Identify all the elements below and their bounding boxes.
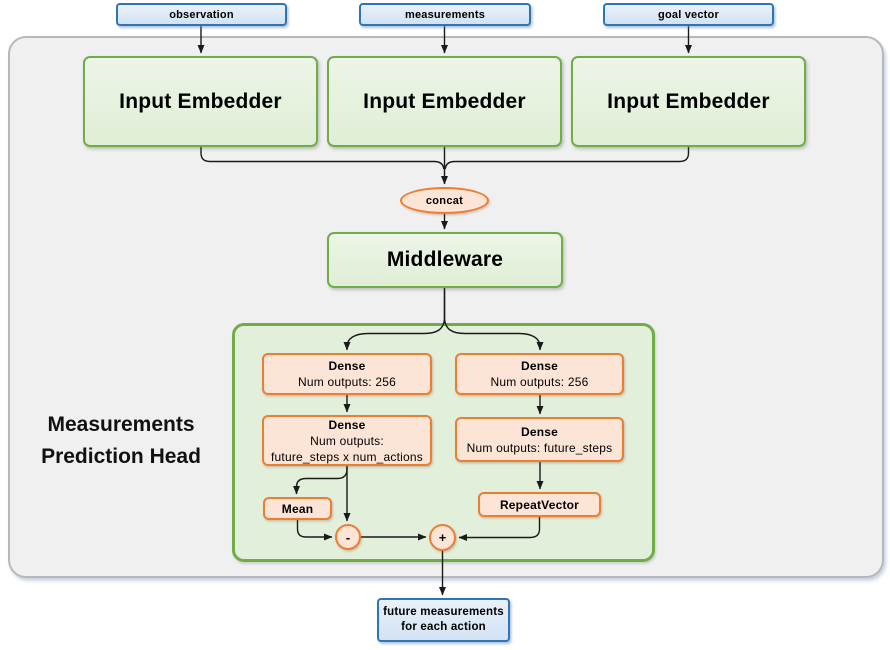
dense-right-1: Dense Num outputs: 256 <box>455 353 624 395</box>
middleware-node: Middleware <box>327 232 563 288</box>
dense-left-2-subtitle2: future_steps x num_actions <box>271 449 423 464</box>
input-node-goal-vector-label: goal vector <box>658 8 719 21</box>
head-label-line2: Prediction Head <box>41 445 201 468</box>
input-node-observation-label: observation <box>169 8 234 21</box>
input-node-measurements-label: measurements <box>404 8 486 21</box>
minus-operator-label: - <box>345 529 351 545</box>
repeatvector-label: RepeatVector <box>499 497 580 512</box>
dense-left-1-title: Dense <box>328 359 366 373</box>
plus-operator-label: + <box>438 530 447 545</box>
dense-left-1: Dense Num outputs: 256 <box>262 353 432 395</box>
input-embedder-1-label: Input Embedder <box>119 89 282 113</box>
minus-operator-node: - <box>335 524 361 550</box>
output-label-line1: future measurements <box>383 606 504 618</box>
head-label-line1: Measurements <box>47 413 195 436</box>
middleware-label: Middleware <box>386 248 504 271</box>
input-embedder-2: Input Embedder <box>327 56 562 147</box>
input-node-measurements: measurements <box>359 3 531 26</box>
input-node-goal-vector: goal vector <box>603 3 774 26</box>
repeatvector-node: RepeatVector <box>478 492 601 517</box>
input-embedder-3-label: Input Embedder <box>607 89 770 113</box>
output-node: future measurements for each action <box>377 598 510 642</box>
dense-right-2-title: Dense <box>520 424 559 439</box>
mean-label: Mean <box>281 501 314 516</box>
dense-left-2-title: Dense <box>328 417 366 432</box>
concat-node: concat <box>400 187 489 214</box>
input-embedder-2-label: Input Embedder <box>363 89 526 113</box>
mean-node: Mean <box>263 497 332 520</box>
dense-left-2-subtitle1: Num outputs: <box>310 433 384 448</box>
concat-label: concat <box>425 194 464 207</box>
input-embedder-3: Input Embedder <box>571 56 806 147</box>
dense-right-2: Dense Num outputs: future_steps <box>455 417 624 462</box>
measurements-prediction-head-label: Measurements Prediction Head <box>15 409 227 473</box>
dense-right-1-title: Dense <box>520 359 559 373</box>
input-embedder-1: Input Embedder <box>83 56 318 147</box>
dense-left-2: Dense Num outputs: future_steps x num_ac… <box>262 415 432 466</box>
input-node-observation: observation <box>116 3 287 26</box>
output-label-line2: for each action <box>401 621 486 633</box>
dense-left-1-subtitle: Num outputs: 256 <box>298 375 396 389</box>
plus-operator-node: + <box>429 524 456 551</box>
dense-right-1-subtitle: Num outputs: 256 <box>490 375 589 389</box>
dense-right-2-subtitle: Num outputs: future_steps <box>466 440 613 455</box>
